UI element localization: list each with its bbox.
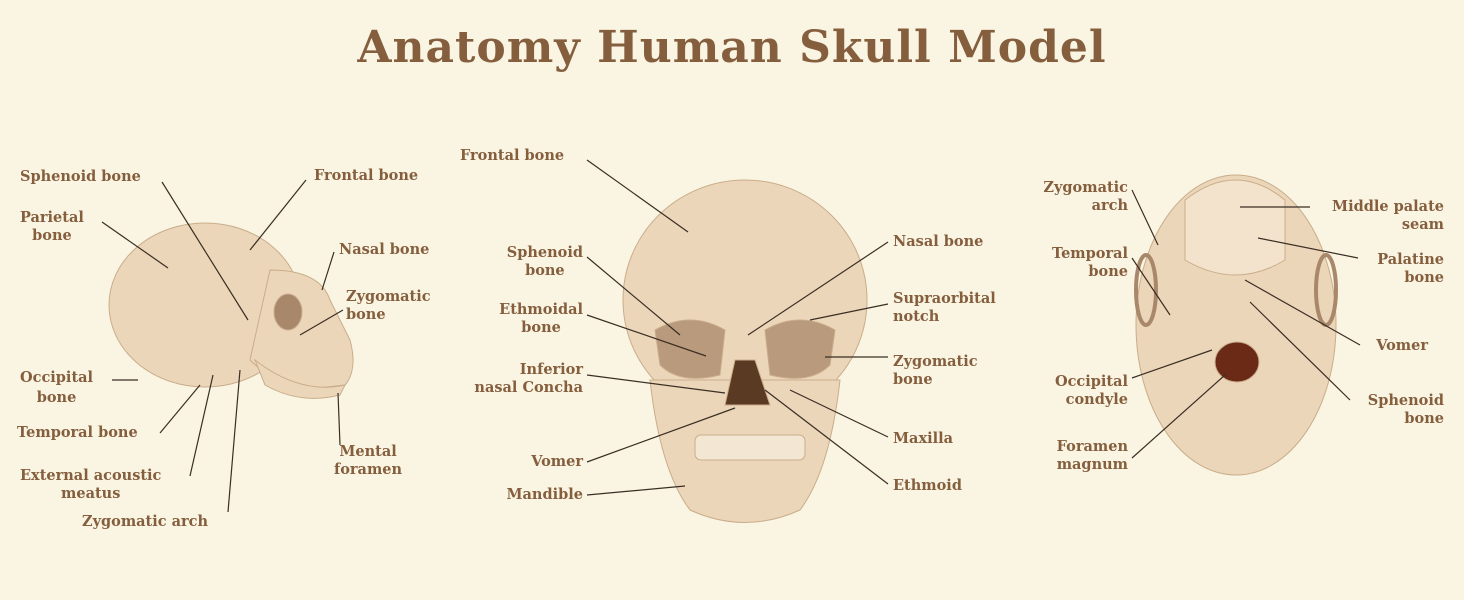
label-vomer: Vomer xyxy=(1376,337,1428,354)
leader-lines xyxy=(101,159,1361,513)
label-ethmoid: Ethmoid xyxy=(893,477,962,494)
label-mandible: Mandible xyxy=(506,486,583,503)
frontal-skull xyxy=(622,179,868,523)
inferior-skull xyxy=(1134,174,1338,476)
label-line: arch xyxy=(1091,197,1128,214)
label-line: bone xyxy=(346,306,386,323)
label-nasal-bone: Nasal bone xyxy=(339,241,430,258)
label-frontal-bone: Frontal bone xyxy=(460,147,565,164)
label-line: Parietal xyxy=(20,209,84,226)
label-line: Mental xyxy=(339,443,397,460)
label-line: foramen xyxy=(334,461,403,478)
label-line: Middle palate xyxy=(1332,198,1444,215)
label-line: External acoustic xyxy=(20,467,162,484)
label-line: Palatine xyxy=(1377,251,1444,268)
label-line: bone xyxy=(521,319,561,336)
label-occipital-bone: Occipital bone xyxy=(20,369,93,407)
label-line: Ethmoidal xyxy=(499,301,583,318)
label-frontal-bone: Frontal bone xyxy=(314,167,419,184)
label-vomer: Vomer xyxy=(531,453,583,470)
label-line: bone xyxy=(32,227,72,244)
label-temporal-bone: Temporal bone xyxy=(17,424,138,441)
label-line: Zygomatic xyxy=(893,353,978,370)
label-line: Zygomatic xyxy=(1043,179,1128,196)
label-line: Inferior xyxy=(519,361,583,378)
label-line: Zygomatic xyxy=(346,288,431,305)
label-line: notch xyxy=(893,308,940,325)
label-line: nasal Concha xyxy=(474,379,583,396)
label-line: Sphenoid xyxy=(1367,392,1444,409)
label-line: bone xyxy=(525,262,565,279)
label-line: bone xyxy=(1088,263,1128,280)
label-line: bone xyxy=(1404,410,1444,427)
label-sphenoid-bone: Sphenoid bone xyxy=(20,168,141,185)
label-line: Sphenoid xyxy=(506,244,583,261)
label-line: Foramen xyxy=(1056,438,1128,455)
label-line: Temporal xyxy=(1051,245,1128,262)
label-zygomatic-arch: Zygomatic arch xyxy=(82,513,209,530)
label-line: Supraorbital xyxy=(893,290,996,307)
label-line: Occipital xyxy=(20,369,94,386)
label-maxilla: Maxilla xyxy=(893,430,954,447)
label-line: Occipital xyxy=(1054,373,1128,390)
label-line: magnum xyxy=(1056,456,1128,473)
label-line: bone xyxy=(893,371,933,388)
page-title: Anatomy Human Skull Model xyxy=(357,22,1107,73)
label-line: condyle xyxy=(1065,391,1128,408)
label-line: bone xyxy=(1404,269,1444,286)
label-line: meatus xyxy=(61,485,121,502)
label-line: bone xyxy=(36,389,77,406)
lateral-skull xyxy=(108,222,354,399)
label-line: seam xyxy=(1401,216,1444,233)
label-nasal-bone: Nasal bone xyxy=(893,233,984,250)
